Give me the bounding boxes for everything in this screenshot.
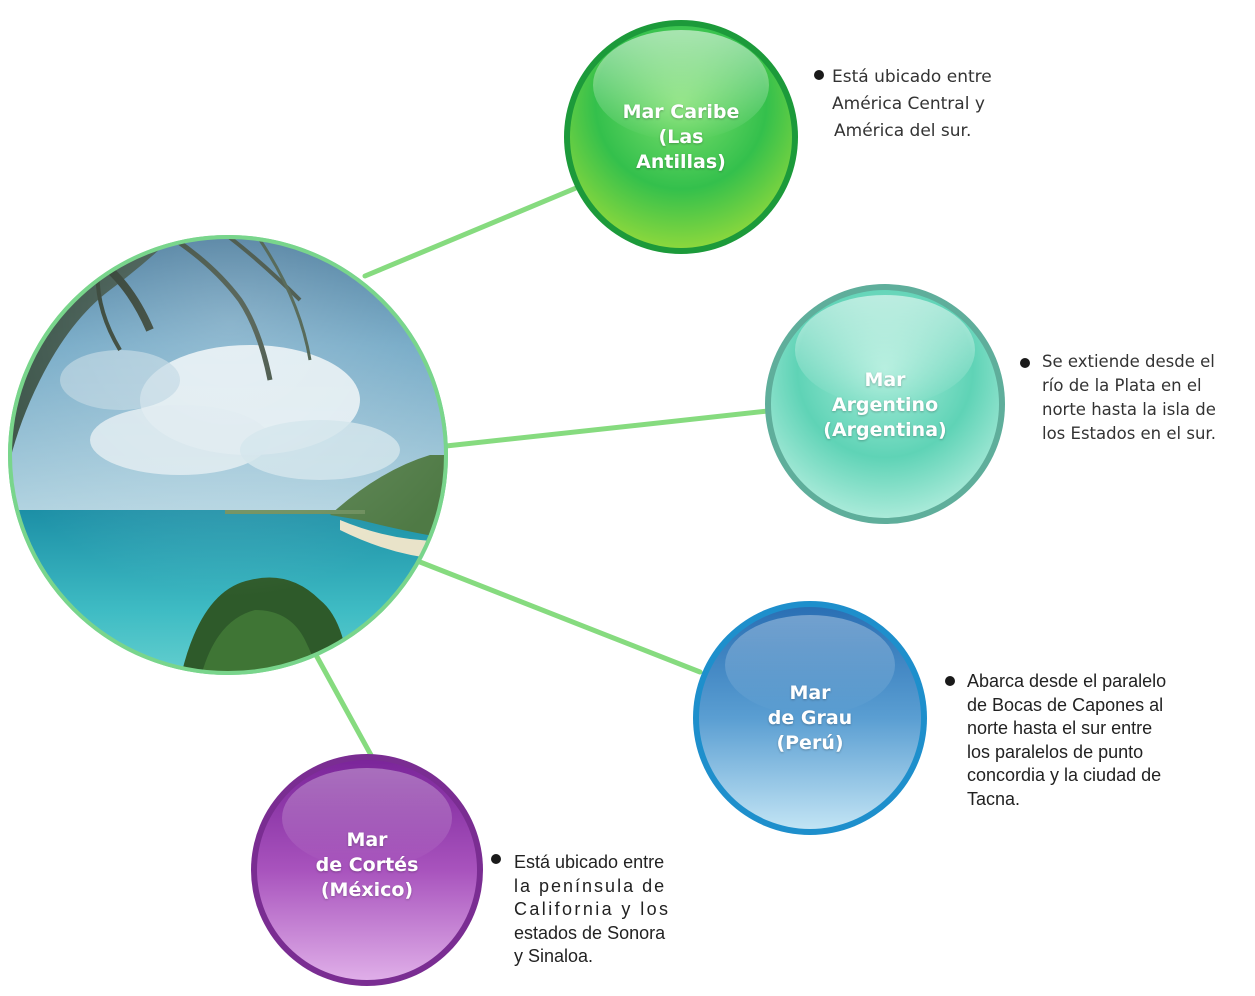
- bullet-icon: [945, 676, 955, 686]
- cortes-line-3: (México): [320, 878, 414, 901]
- desc-caribe: Está ubicado entre América Central y Amé…: [814, 64, 1048, 145]
- caribe-desc-2: América Central y: [832, 94, 985, 114]
- caribe-desc-3: América del sur.: [834, 121, 972, 141]
- caribe-desc-1: Está ubicado entre: [832, 67, 992, 87]
- grau-desc-4: los paralelos de punto: [967, 741, 1144, 762]
- grau-line-2: de Grau: [767, 706, 853, 729]
- bullet-icon: [491, 854, 501, 864]
- cortes-desc-5: y Sinaloa.: [514, 946, 594, 966]
- bullet-icon: [1020, 358, 1030, 368]
- argentino-desc-1: Se extiende desde el: [1042, 352, 1215, 371]
- grau-desc-5: concordia y la ciudad de: [967, 765, 1162, 785]
- desc-grau: Abarca desde el paralelo de Bocas de Cap…: [945, 670, 1245, 811]
- grau-desc-3: norte hasta el sur entre: [967, 718, 1153, 738]
- cortes-desc-3: California y los: [514, 899, 671, 919]
- node-caribe: [564, 20, 798, 254]
- center-photo: [8, 235, 448, 675]
- grau-desc-1: Abarca desde el paralelo: [967, 671, 1167, 691]
- node-argentino-label: Mar Argentino (Argentina): [785, 350, 985, 460]
- argentino-line-3: (Argentina): [823, 418, 947, 441]
- connector-grau: [417, 559, 703, 675]
- connector-caribe: [362, 180, 591, 279]
- desc-cortes: Está ubicado entre la península de Calif…: [491, 851, 736, 969]
- argentino-line-1: Mar: [864, 368, 906, 391]
- node-grau: [693, 601, 927, 835]
- grau-line-3: (Perú): [776, 731, 844, 754]
- connector-cortes: [313, 652, 380, 769]
- connectors: [313, 180, 771, 769]
- cortes-desc-1: Está ubicado entre: [514, 852, 665, 872]
- cortes-line-2: de Cortés: [315, 853, 419, 876]
- grau-line-1: Mar: [789, 681, 831, 704]
- grau-desc-6: Tacna.: [967, 788, 1021, 809]
- node-grau-label: Mar de Grau (Perú): [710, 663, 910, 773]
- node-argentino: [765, 284, 1005, 524]
- cortes-desc-4: estados de Sonora: [514, 922, 666, 943]
- node-cortes-label: Mar de Cortés (México): [267, 810, 467, 920]
- caribe-line-1: Mar Caribe: [622, 100, 740, 123]
- caribe-line-2: (Las: [658, 125, 704, 148]
- caribe-line-3: Antillas): [636, 150, 726, 173]
- cortes-desc-2: la península de: [514, 875, 667, 896]
- desc-argentino: Se extiende desde el río de la Plata en …: [1020, 350, 1255, 446]
- node-caribe-label: Mar Caribe (Las Antillas): [581, 77, 781, 197]
- cortes-line-1: Mar: [346, 828, 388, 851]
- argentino-desc-2: río de la Plata en el: [1042, 376, 1202, 395]
- argentino-desc-3: norte hasta la isla de: [1042, 400, 1216, 419]
- connector-argentino: [443, 408, 771, 449]
- bullet-icon: [814, 70, 824, 80]
- argentino-desc-4: los Estados en el sur.: [1042, 424, 1216, 443]
- argentino-line-2: Argentino: [831, 393, 939, 416]
- node-cortes: [251, 754, 483, 986]
- grau-desc-2: de Bocas de Capones al: [967, 694, 1164, 715]
